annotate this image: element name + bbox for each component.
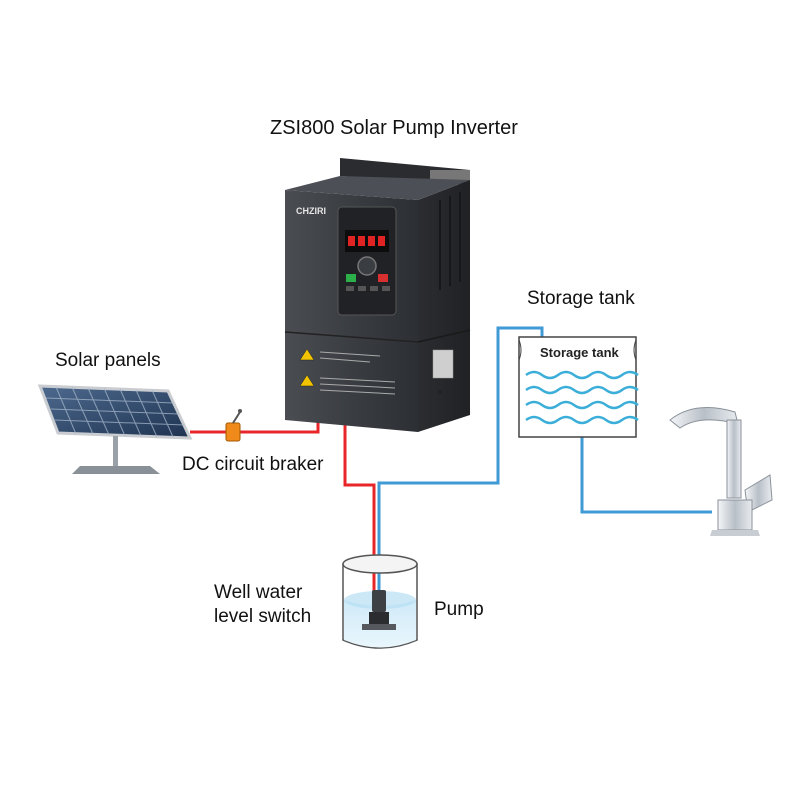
diagram-title: ZSI800 Solar Pump Inverter [270, 117, 518, 139]
control-knob [357, 256, 377, 276]
caution-label [299, 348, 396, 395]
storage-tank-label: Storage tank [527, 288, 635, 309]
storage-tank-inner-label: Storage tank [540, 345, 619, 360]
pump-label: Pump [434, 599, 484, 620]
solar-panels-label: Solar panels [55, 350, 161, 371]
water-pipe [377, 326, 712, 597]
dc-breaker-label: DC circuit braker [182, 454, 324, 475]
well-switch-label: Well water level switch [214, 581, 311, 629]
led-display [345, 230, 389, 252]
inverter: CHZIRI [284, 158, 471, 432]
dc-breaker [225, 409, 242, 442]
dc-wire [190, 420, 376, 597]
solar-panel [37, 384, 193, 474]
well-switch-label-line2: level switch [214, 606, 312, 627]
pump [362, 590, 396, 630]
inverter-brand: CHZIRI [296, 206, 326, 216]
well-switch-label-line1: Well water [214, 582, 303, 603]
faucet [669, 407, 773, 536]
storage-tank [518, 336, 639, 438]
